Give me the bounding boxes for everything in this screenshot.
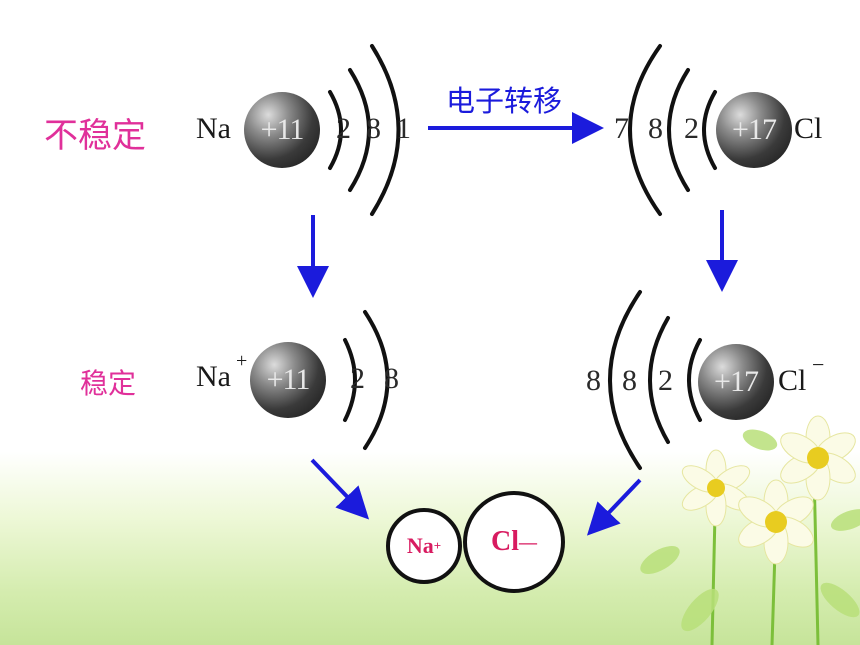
na-ion-shell-2 <box>363 310 390 450</box>
cl-ion-shell-3-count: 8 <box>586 364 601 397</box>
label-unstable: 不稳定 <box>44 116 146 156</box>
cl-atom-shell-2-count: 8 <box>648 112 663 145</box>
arrow-cl-to-compound <box>586 478 642 536</box>
cl-ion-nucleus-charge: +17 <box>714 365 759 398</box>
na-ion-symbol: Na <box>196 360 231 393</box>
na-ion-shell-1-count: 2 <box>350 362 365 395</box>
cl-ion-shell-3 <box>608 290 642 470</box>
na-ion-nucleus-charge: +11 <box>266 363 311 396</box>
cl-atom-shell-1-count: 2 <box>684 112 699 145</box>
arrow-na-to-compound <box>310 458 370 520</box>
cl-atom-shell-3-count: 7 <box>614 112 629 145</box>
compound-na-charge: + <box>433 538 442 553</box>
cl-ion-shell-2 <box>648 316 670 444</box>
label-electron-transfer: 电子转移 <box>446 84 563 118</box>
cl-atom-nucleus: +17 <box>716 92 792 168</box>
na-atom-nucleus: +11 <box>244 92 320 168</box>
flower-2 <box>681 449 751 527</box>
na-ion-shell-2-count: 8 <box>384 362 399 395</box>
compound-cl-charge: — <box>519 531 537 552</box>
flower-1 <box>780 415 856 501</box>
na-atom-shell-1-count: 2 <box>336 112 351 145</box>
compound-na-symbol: Na <box>406 533 434 558</box>
cl-ion-shell-1 <box>687 338 702 422</box>
cl-atom-shell-2 <box>667 68 690 192</box>
na-atom-nucleus-charge: +11 <box>260 113 305 146</box>
na-atom-shell-2 <box>348 68 371 192</box>
na-ion-shell-1 <box>343 338 357 422</box>
cl-ion-nucleus: +17 <box>698 344 774 420</box>
na-atom-shell-3 <box>370 44 401 216</box>
cl-atom-nucleus-charge: +17 <box>732 113 777 146</box>
na-ion-charge: + <box>236 350 248 372</box>
cl-ion-symbol: Cl <box>778 364 807 397</box>
cl-ion-shell-1-count: 2 <box>658 364 673 397</box>
flower-3 <box>738 479 814 565</box>
cl-atom-shell-1 <box>702 90 717 170</box>
compound-cl-symbol: Cl <box>491 526 519 557</box>
na-atom-shell-3-count: 1 <box>396 112 411 145</box>
cl-atom-shell-3 <box>628 44 662 216</box>
compound-na-ion: Na+ <box>386 508 462 584</box>
na-ion-nucleus: +11 <box>250 342 326 418</box>
label-stable: 稳定 <box>80 367 137 400</box>
cl-ion-shell-2-count: 8 <box>622 364 637 397</box>
na-atom-shell-1 <box>328 90 343 170</box>
compound-cl-ion: Cl— <box>463 491 565 593</box>
cl-atom-symbol: Cl <box>794 112 823 145</box>
na-atom-symbol: Na <box>196 112 231 145</box>
cl-ion-charge: − <box>812 352 825 377</box>
na-atom-shell-2-count: 8 <box>366 112 381 145</box>
